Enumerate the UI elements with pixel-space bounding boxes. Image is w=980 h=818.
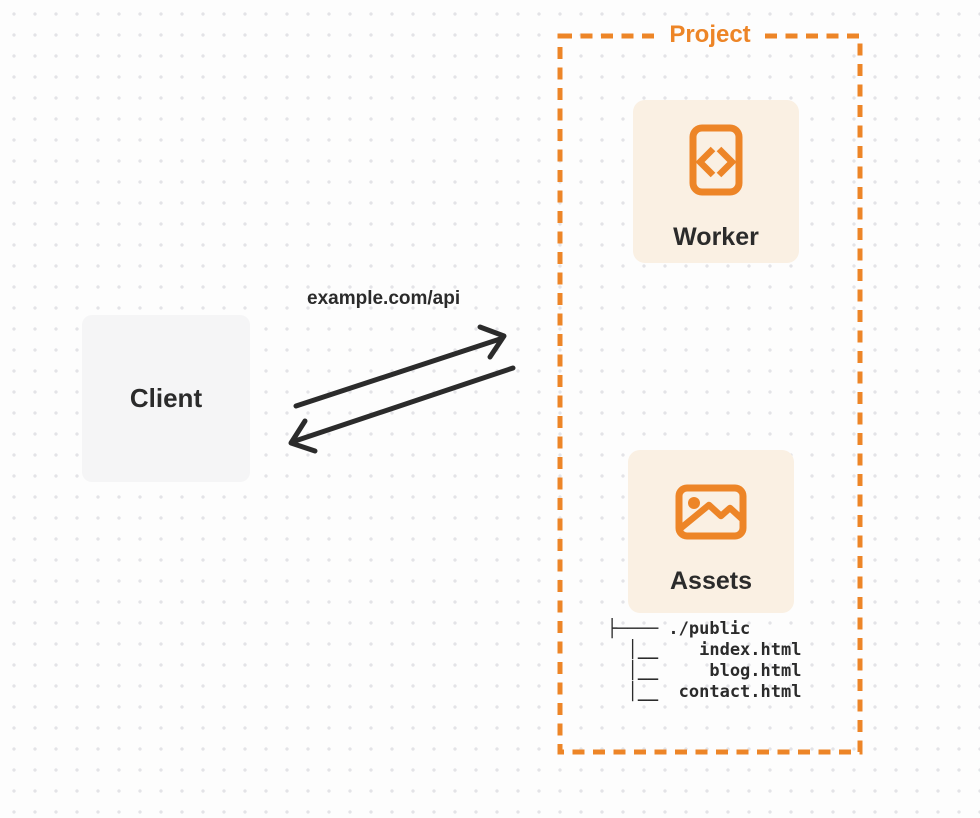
worker-label: Worker [673, 223, 759, 251]
code-file-icon [689, 124, 743, 196]
client-node: Client [82, 315, 250, 482]
image-icon [675, 484, 747, 540]
worker-node: Worker [633, 100, 799, 263]
client-label: Client [129, 383, 203, 413]
request-arrow [293, 324, 507, 409]
assets-node: Assets [628, 450, 794, 613]
file-tree: ├──── ./public │__ index.html │__ blog.h… [607, 619, 802, 702]
response-arrow [288, 365, 516, 454]
request-url-label: example.com/api [307, 288, 461, 309]
assets-label: Assets [670, 567, 752, 595]
